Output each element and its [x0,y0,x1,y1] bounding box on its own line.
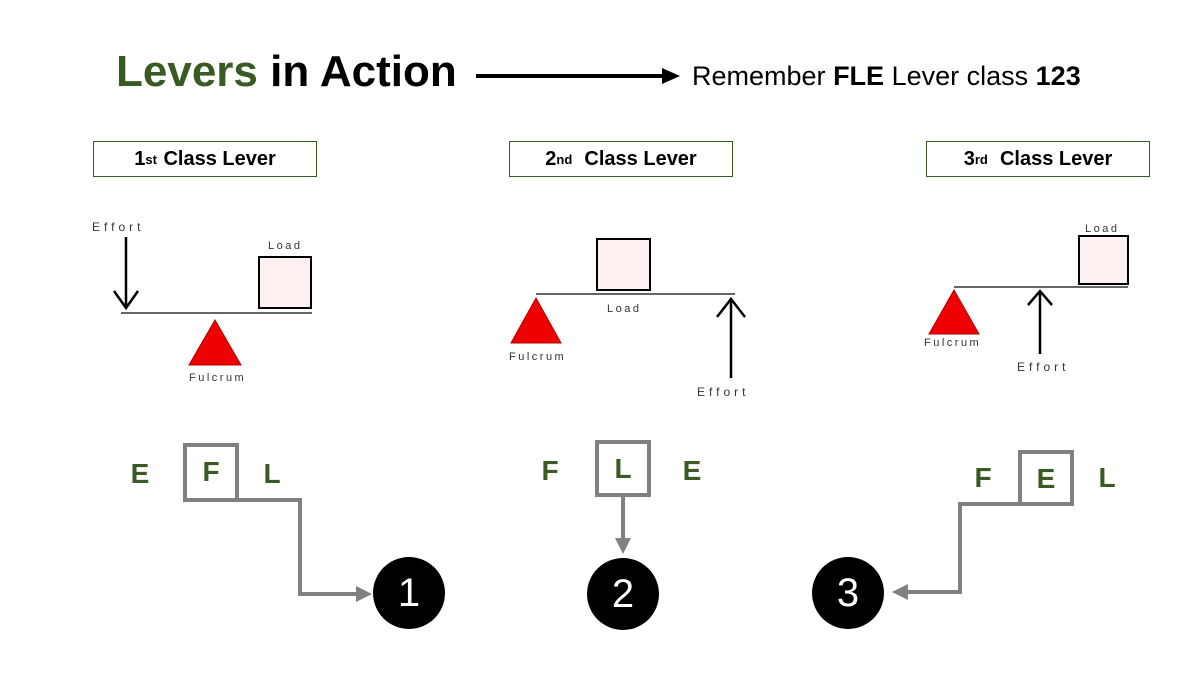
result-circle-1: 1 [373,557,445,629]
lever3-effort-arrow [1027,289,1053,354]
lever1-effort-label: Effort [92,220,145,234]
fle1-connector-head [356,586,372,602]
class-1-suffix: st [145,151,157,167]
lever2-letter-2: L [614,453,632,484]
result-circle-3: 3 [812,557,884,629]
header-arrow-head [662,68,680,84]
lever2-effort-arrow [716,296,746,378]
class-3-name: Class Lever [999,147,1113,170]
reminder-mid: Lever class [891,61,1029,91]
lever3-letter-1: F [974,462,992,493]
lever2-load-box [596,238,651,291]
class-1-num: 1 [134,147,146,170]
lever2-letter-3: E [682,455,702,486]
lever3-effort-label: Effort [1017,360,1070,374]
lever1-fulcrum-label: Fulcrum [189,372,247,384]
lever3-letter-2: E [1036,463,1056,494]
fle3-highlight-box [1018,450,1074,506]
lever1-effort-arrow [112,237,140,311]
class-2-suffix: nd [556,151,573,167]
fle2-connector-head [615,538,631,554]
fle3-connector [904,502,1020,594]
class-3-num: 3 [963,147,975,170]
class-2-name: Class Lever [584,147,697,170]
reminder-fle: FLE [833,61,885,91]
lever1-load-box [258,256,312,309]
lever1-letter-2: F [202,456,220,487]
title-word-rest: in Action [270,47,457,96]
lever2-fulcrum [510,296,562,344]
lever2-fulcrum-label: Fulcrum [509,351,567,363]
fle1-connector [237,498,360,596]
lever1-fulcrum [188,319,242,366]
reminder-123: 123 [1035,61,1081,91]
title-word-levers: Levers [116,47,258,96]
result-circle-2: 2 [587,558,659,630]
page-title: Levers in Action [116,46,457,98]
lever3-fulcrum [928,288,980,335]
lever1-letter-1: E [130,458,150,489]
lever3-load-box [1078,235,1129,285]
fle3-connector-head [892,584,908,600]
class-1-name: Class Lever [163,147,276,170]
lever3-fulcrum-label: Fulcrum [924,337,982,349]
reminder-prefix: Remember [692,61,826,91]
lever1-load-label: Load [268,240,303,252]
reminder-text: Remember FLE Lever class 123 [692,58,1081,94]
fle1-highlight-box [183,443,239,502]
lever3-load-label: Load [1085,223,1120,235]
class-3-suffix: rd [974,151,988,167]
lever2-effort-label: Effort [697,385,750,399]
lever2-load-label: Load [607,303,642,315]
lever3-letter-3: L [1098,462,1116,493]
lever1-letter-3: L [263,458,281,489]
lever2-letter-1: F [541,455,559,486]
class-2-num: 2 [545,147,557,170]
